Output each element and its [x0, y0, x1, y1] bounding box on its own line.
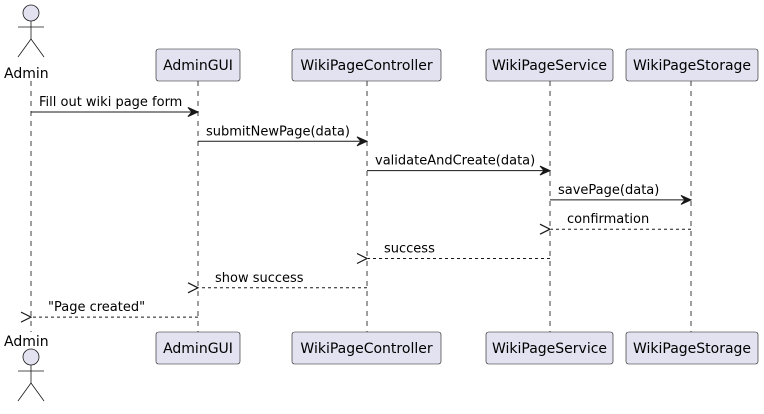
actor-admin-top: Admin — [4, 4, 49, 82]
participants: AdminAdminAdminGUIAdminGUIWikiPageContro… — [4, 4, 759, 402]
participant-label: WikiPageStorage — [633, 341, 751, 357]
arrow-head — [187, 282, 200, 294]
participant-box — [485, 331, 614, 365]
participant-svc-top: WikiPageService — [485, 48, 614, 82]
arrow-head — [356, 136, 369, 147]
message-7: show success — [187, 271, 367, 294]
participant-svc-bottom: WikiPageService — [485, 331, 614, 365]
message-1: Fill out wiki page form — [31, 95, 200, 117]
participant-label: WikiPageController — [300, 58, 432, 74]
arrow-head — [539, 223, 552, 235]
message-label: "Page created" — [48, 300, 145, 315]
participant-gui-bottom: AdminGUI — [155, 331, 241, 365]
participant-box — [485, 48, 614, 82]
participant-box — [625, 48, 759, 82]
participant-box — [291, 331, 442, 365]
participant-ctrl-top: WikiPageController — [291, 48, 442, 82]
participant-gui-top: AdminGUI — [155, 48, 241, 82]
message-label: show success — [215, 271, 304, 286]
actor-icon — [17, 4, 45, 58]
participant-ctrl-bottom: WikiPageController — [291, 331, 442, 365]
message-label: savePage(data) — [558, 183, 659, 198]
message-label: success — [384, 242, 435, 257]
participant-box — [291, 48, 442, 82]
message-2: submitNewPage(data) — [198, 124, 369, 147]
participant-store-bottom: WikiPageStorage — [625, 331, 759, 365]
message-label: confirmation — [567, 212, 649, 227]
message-4: savePage(data) — [550, 183, 693, 205]
message-8: "Page created" — [20, 300, 198, 323]
participant-label: WikiPageController — [300, 341, 432, 357]
actor-label: Admin — [4, 334, 49, 350]
arrow-head — [539, 165, 552, 176]
message-label: submitNewPage(data) — [206, 124, 350, 139]
arrow-head — [680, 194, 693, 205]
actor-label: Admin — [4, 66, 49, 82]
messages: Fill out wiki page form submitNewPage(dat… — [20, 95, 693, 323]
lifelines — [30, 81, 692, 332]
arrow-head — [20, 311, 33, 323]
participant-label: WikiPageService — [492, 341, 607, 357]
participant-label: WikiPageService — [492, 58, 607, 74]
arrow-head — [187, 107, 200, 117]
arrow-head — [356, 252, 369, 265]
participant-label: WikiPageStorage — [633, 58, 751, 74]
message-3: validateAndCreate(data) — [367, 154, 552, 176]
message-label: Fill out wiki page form — [39, 95, 182, 110]
message-6: success — [356, 242, 550, 265]
participant-box — [155, 331, 241, 365]
actor-admin-bottom: Admin — [4, 334, 49, 402]
participant-label: AdminGUI — [163, 341, 233, 357]
actor-icon — [17, 348, 45, 402]
participant-label: AdminGUI — [163, 58, 233, 74]
message-5: confirmation — [539, 212, 691, 235]
participant-box — [155, 48, 241, 82]
participant-store-top: WikiPageStorage — [625, 48, 759, 82]
participant-box — [625, 331, 759, 365]
message-label: validateAndCreate(data) — [375, 154, 535, 169]
